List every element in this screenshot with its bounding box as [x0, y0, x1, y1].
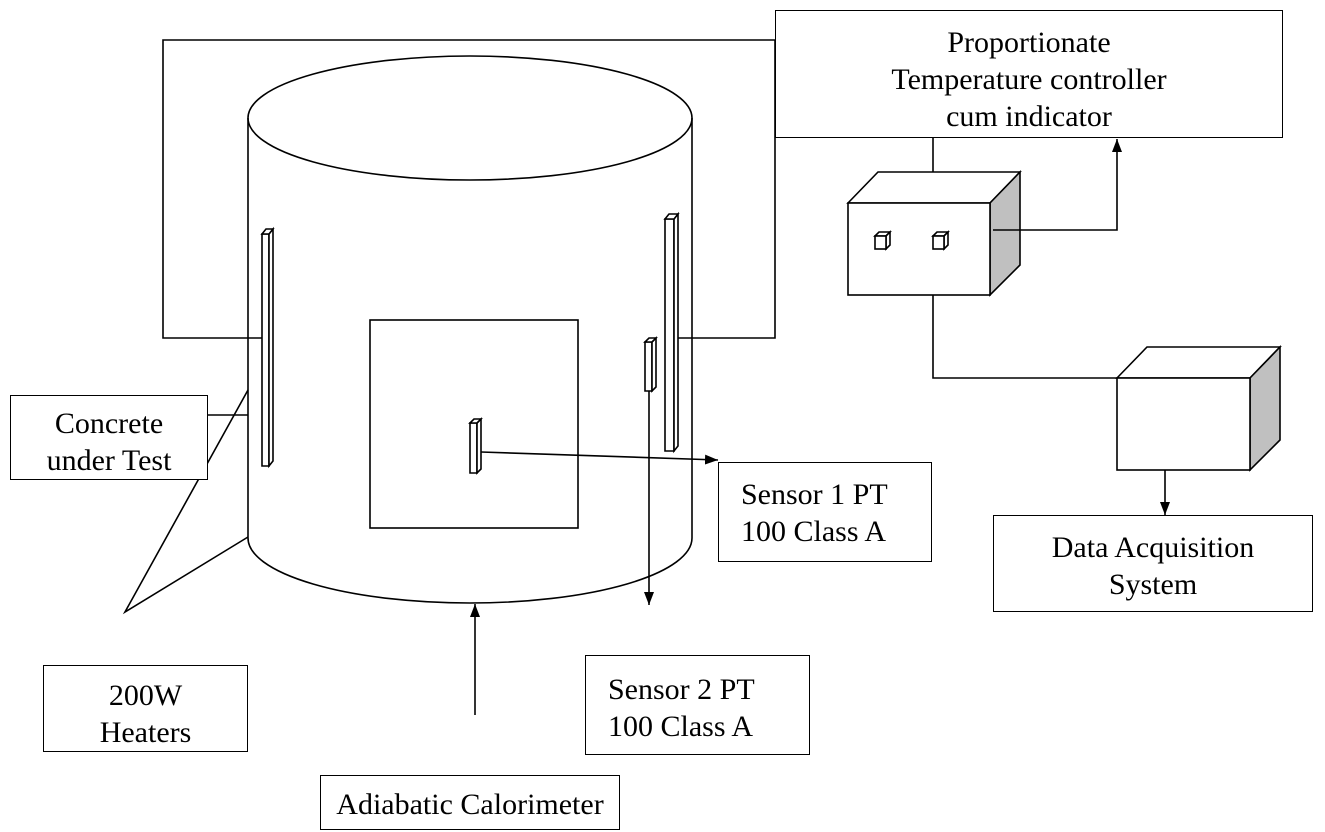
concrete-label-line-1: Concrete [54, 407, 164, 440]
sensor-2-probe-front [644, 341, 653, 392]
controller-front-face [847, 202, 991, 296]
controller-knob-1-front [874, 235, 887, 250]
inner-specimen-box [369, 319, 579, 529]
controller-to-indicator-arrow [993, 139, 1122, 231]
sensor-2-box: Sensor 2 PT 100 Class A [585, 655, 810, 755]
sensor-1-leader-arrow [480, 451, 719, 465]
calorimeter-cylinder [247, 55, 693, 604]
data-acquisition-box: Data Acquisition System [993, 515, 1313, 612]
temperature-controller-label-line-1: Proportionate [947, 26, 1111, 59]
right-heater-front [664, 218, 675, 452]
sensor-1-box: Sensor 1 PT 100 Class A [718, 462, 932, 562]
data-acquisition-label-line-1: Data Acquisition [1051, 531, 1255, 564]
sensor-2-probe-top [643, 337, 658, 343]
controller-knob-1 [873, 230, 892, 251]
controller-knob-2-front [932, 235, 945, 250]
calorimeter-label: Adiabatic Calorimeter [336, 788, 604, 821]
heater-wire-loop [162, 39, 776, 339]
right-heater-side [673, 211, 679, 454]
sensor-2-probe-side [651, 336, 657, 393]
sensor-1-label-line-2: 100 Class A [741, 515, 887, 548]
sensor-1-probe-front [469, 422, 478, 474]
cylinder-bottom-arc [247, 537, 693, 604]
sensor-1-probe [468, 417, 483, 475]
left-heater [260, 226, 275, 469]
sensor-2-probe [643, 336, 658, 393]
right-heater [663, 211, 680, 454]
concrete-box: Concrete under Test [10, 395, 208, 480]
heaters-box: 200W Heaters [43, 665, 248, 752]
data-acquisition-label-line-2: System [1108, 568, 1198, 601]
left-heater-top [260, 228, 275, 235]
concrete-label-line-2: under Test [46, 444, 172, 477]
sensor-1-probe-side [476, 417, 482, 475]
sensor-1-probe-top [468, 418, 483, 424]
sensor-2-label-line-2: 100 Class A [608, 710, 754, 743]
heaters-label-line-2: Heaters [99, 716, 192, 749]
temperature-controller-label-line-3: cum indicator [946, 100, 1112, 133]
left-heater-side [268, 226, 274, 469]
right-heater-top [663, 213, 680, 220]
temperature-controller-box: Proportionate Temperature controller cum… [775, 10, 1283, 138]
controller-to-daq-wire [932, 295, 1117, 379]
controller-knob-2 [931, 230, 950, 251]
cylinder-top-ellipse [247, 55, 693, 181]
daq-front-face [1116, 377, 1251, 471]
temperature-controller-label-line-2: Temperature controller [891, 63, 1167, 96]
sensor-1-label-line-1: Sensor 1 PT [741, 478, 888, 511]
heaters-label-line-1: 200W [108, 679, 183, 712]
calorimeter-box: Adiabatic Calorimeter [320, 775, 620, 830]
daq-unit [1115, 345, 1282, 472]
sensor-2-label-line-1: Sensor 2 PT [608, 673, 755, 706]
controller-unit [846, 170, 1022, 297]
left-heater-front [261, 233, 270, 467]
